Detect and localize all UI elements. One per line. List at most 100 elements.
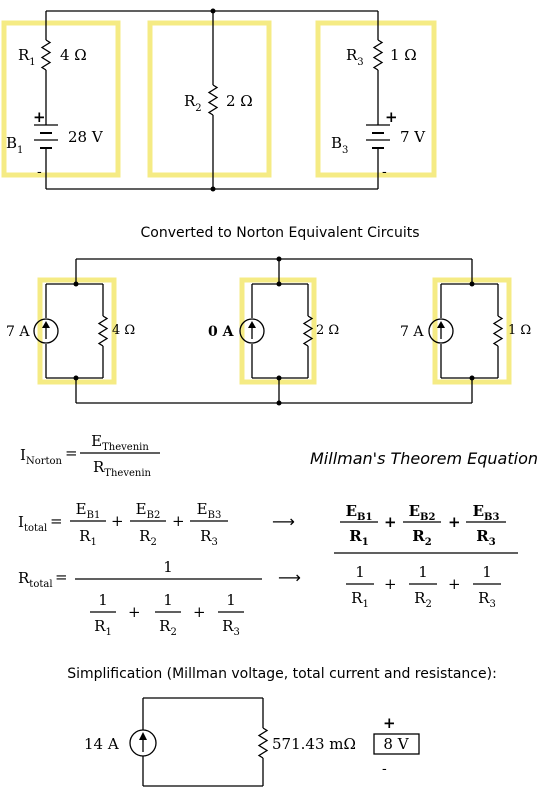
b3-value: 7 V [400, 128, 426, 146]
node-dot [469, 281, 475, 287]
r2-value: 2 Ω [226, 92, 253, 110]
r3-value: 1 Ω [390, 46, 417, 64]
total-current: 14 A [84, 735, 119, 753]
arrow-icon: ⟶ [278, 568, 301, 587]
norton-circuit: 7 A 4 Ω 0 A 2 Ω 7 A 1 Ω [6, 256, 531, 406]
millman-den-term2-den: R2 [414, 589, 432, 610]
node-dot [210, 186, 216, 192]
itotal-lhs: Itotal [18, 513, 47, 534]
millman-num-term2-den: R2 [412, 527, 431, 548]
norton-3-resistor [492, 315, 504, 347]
itotal-equals: = [50, 512, 63, 530]
simplified-wires [142, 697, 264, 787]
battery-b3-symbol [366, 124, 390, 149]
highlight-box-b3 [315, 20, 437, 178]
equation-rtotal: Rtotal = 1 1 R1 + 1 R2 + 1 R3 [18, 558, 262, 638]
r1-value: 4 Ω [60, 46, 87, 64]
node-dot [469, 375, 475, 381]
inorton-denominator: RThevenin [93, 458, 152, 479]
r2-label: R2 [184, 92, 202, 114]
norton-2-wires [251, 283, 309, 379]
norton-2-current: 0 A [208, 324, 235, 340]
millman-theorem-title: Millman's Theorem Equation [310, 449, 538, 468]
norton-3-current: 7 A [400, 324, 424, 340]
millman-plus: + [384, 575, 397, 593]
current-source-2-icon [239, 318, 265, 344]
battery-b1-symbol [34, 124, 58, 149]
itotal-plus2: + [172, 512, 185, 530]
inorton-equals: = [65, 444, 78, 462]
rtotal-lhs: Rtotal [18, 569, 53, 590]
node-dot [210, 8, 216, 14]
rtotal-term3-den: R3 [222, 617, 240, 638]
norton-title: Converted to Norton Equivalent Circuits [140, 225, 419, 241]
highlight-box-r2 [147, 20, 272, 178]
millman-num-term2-num: EB2 [409, 502, 436, 523]
node-dot [276, 281, 282, 287]
simplification-title: Simplification (Millman voltage, total c… [67, 666, 497, 682]
norton-1-resistor [97, 315, 109, 347]
rtotal-term2-num: 1 [163, 591, 173, 609]
millman-num-term3-den: R3 [476, 527, 495, 548]
b1-label: B1 [6, 134, 23, 156]
rtotal-term3-num: 1 [226, 591, 236, 609]
voltage-plus-sign: + [383, 714, 396, 732]
node-dot [73, 375, 79, 381]
node-dot [276, 375, 282, 381]
rtotal-term1-den: R1 [94, 617, 112, 638]
resistor-r2-symbol [207, 84, 219, 116]
current-source-total-icon [129, 729, 157, 757]
b3-minus-sign: - [382, 164, 387, 180]
norton-3-wires [440, 283, 499, 379]
itotal-term3-den: R3 [200, 527, 218, 548]
resistor-r1-symbol [40, 39, 52, 71]
itotal-term1-den: R1 [79, 527, 97, 548]
highlight-box-b1 [1, 20, 121, 178]
resistor-r3-symbol [372, 39, 384, 71]
rtotal-term1-num: 1 [98, 591, 108, 609]
r1-label: R1 [18, 46, 36, 68]
current-source-1-icon [33, 318, 59, 344]
norton-3-resistance: 1 Ω [508, 323, 531, 338]
equation-itotal: Itotal = EB1 R1 + EB2 R2 + EB3 R3 [18, 500, 228, 548]
millman-num-term3-num: EB3 [473, 502, 500, 523]
b3-plus-sign: + [385, 108, 398, 126]
norton-2-resistance: 2 Ω [316, 323, 339, 338]
itotal-term2-num: EB2 [136, 500, 161, 521]
b1-plus-sign: + [33, 108, 46, 126]
norton-1-current: 7 A [6, 324, 30, 340]
itotal-term3-num: EB3 [197, 500, 222, 521]
node-dot [73, 281, 79, 287]
total-resistance: 571.43 mΩ [272, 735, 356, 753]
arrow-icon: ⟶ [272, 512, 295, 531]
equation-millman: EB1 R1 + EB2 R2 + EB3 R3 1 R1 + 1 R2 + 1… [334, 502, 518, 610]
resistor-total-symbol [257, 727, 269, 759]
node-dot [276, 256, 282, 262]
millman-plus: + [448, 513, 461, 531]
inorton-lhs: INorton [20, 446, 63, 467]
b1-value: 28 V [68, 128, 104, 146]
itotal-term2-den: R2 [139, 527, 157, 548]
rtotal-term2-den: R2 [159, 617, 177, 638]
norton-1-wires [45, 283, 104, 379]
highlight-box-n2 [239, 277, 317, 385]
rtotal-plus1: + [128, 603, 141, 621]
b1-minus-sign: - [37, 164, 42, 180]
itotal-plus1: + [111, 512, 124, 530]
r3-label: R3 [346, 46, 364, 68]
millman-num-term1-num: EB1 [346, 502, 373, 523]
simplified-circuit: 14 A 571.43 mΩ 8 V + - [84, 697, 420, 787]
itotal-term1-num: EB1 [76, 500, 101, 521]
rtotal-equals: = [55, 568, 68, 586]
millman-num-term1-den: R1 [349, 527, 368, 548]
rtotal-one: 1 [163, 558, 173, 576]
norton-2-resistor [302, 315, 314, 347]
top-circuit: R1 4 Ω R2 2 Ω R3 1 Ω + - B1 28 V + - B3 … [1, 8, 437, 192]
voltage-minus-sign: - [382, 761, 387, 777]
millman-plus: + [384, 513, 397, 531]
node-dot [276, 400, 282, 406]
equation-inorton: INorton = EThevenin RThevenin [20, 432, 160, 479]
millman-den-term2-num: 1 [418, 563, 428, 581]
millman-den-term1-den: R1 [351, 589, 369, 610]
